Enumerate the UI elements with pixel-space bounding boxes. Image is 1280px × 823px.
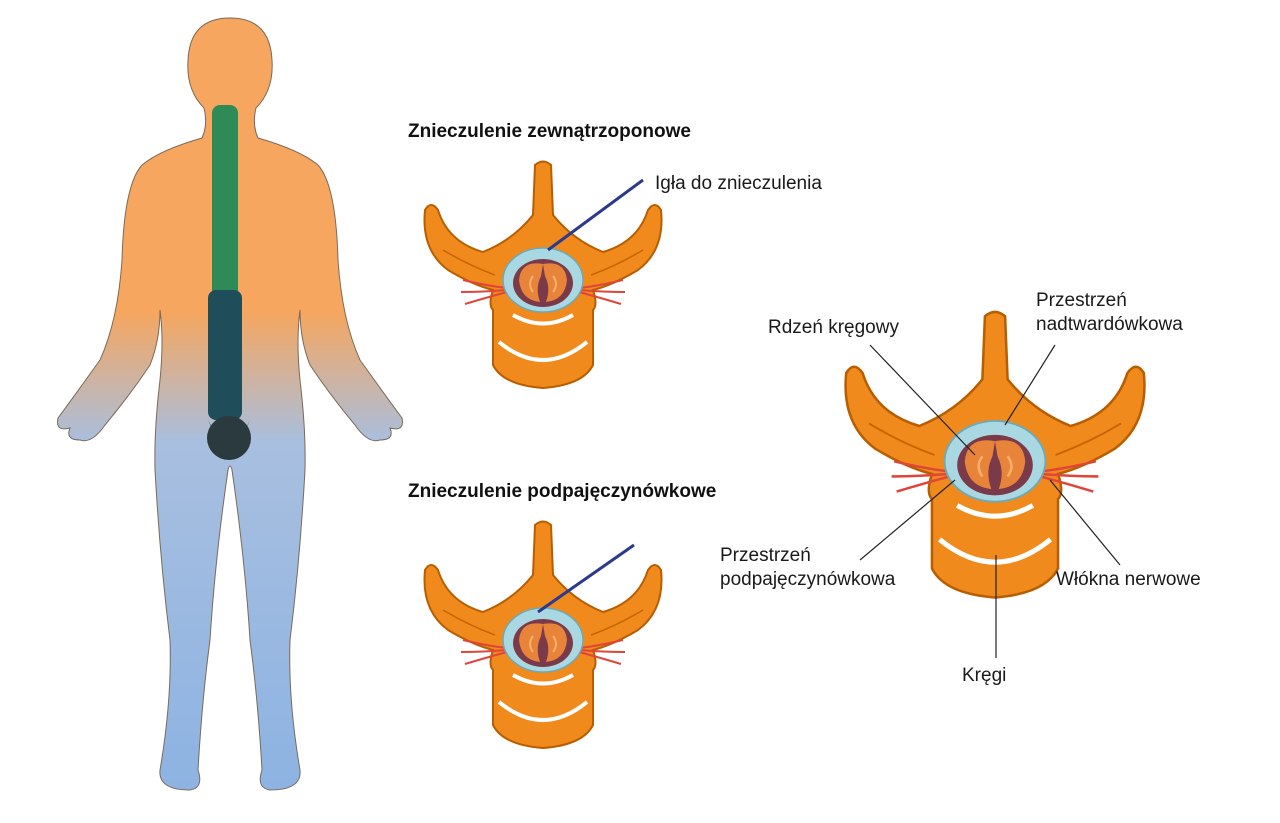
- label-subarachnoid-space-2: podpajęczynówkowa: [720, 569, 896, 590]
- vertebra-large: [846, 312, 1145, 658]
- label-spinal-cord: Rdzeń kręgowy: [768, 317, 899, 338]
- label-vertebrae: Kręgi: [962, 665, 1007, 686]
- title-epidural: Znieczulenie zewnątrzoponowe: [408, 121, 691, 142]
- vertebra-epidural: [422, 159, 664, 390]
- label-epidural-space-1: Przestrzeń: [1036, 290, 1127, 311]
- vertebra-spinal: [422, 519, 664, 750]
- needle-epidural: [547, 178, 644, 252]
- label-epidural-space-2: nadtwardówkowa: [1036, 314, 1183, 335]
- human-body: [57, 17, 403, 791]
- needle-spinal: [537, 543, 635, 614]
- label-nerve-fibers: Włókna nerwowe: [1056, 569, 1201, 590]
- label-subarachnoid-space-1: Przestrzeń: [720, 545, 811, 566]
- spine: [207, 105, 251, 460]
- label-needle: Igła do znieczulenia: [655, 173, 822, 194]
- leader-lines: [859, 344, 1121, 658]
- title-spinal: Znieczulenie podpajęczynówkowe: [408, 481, 717, 502]
